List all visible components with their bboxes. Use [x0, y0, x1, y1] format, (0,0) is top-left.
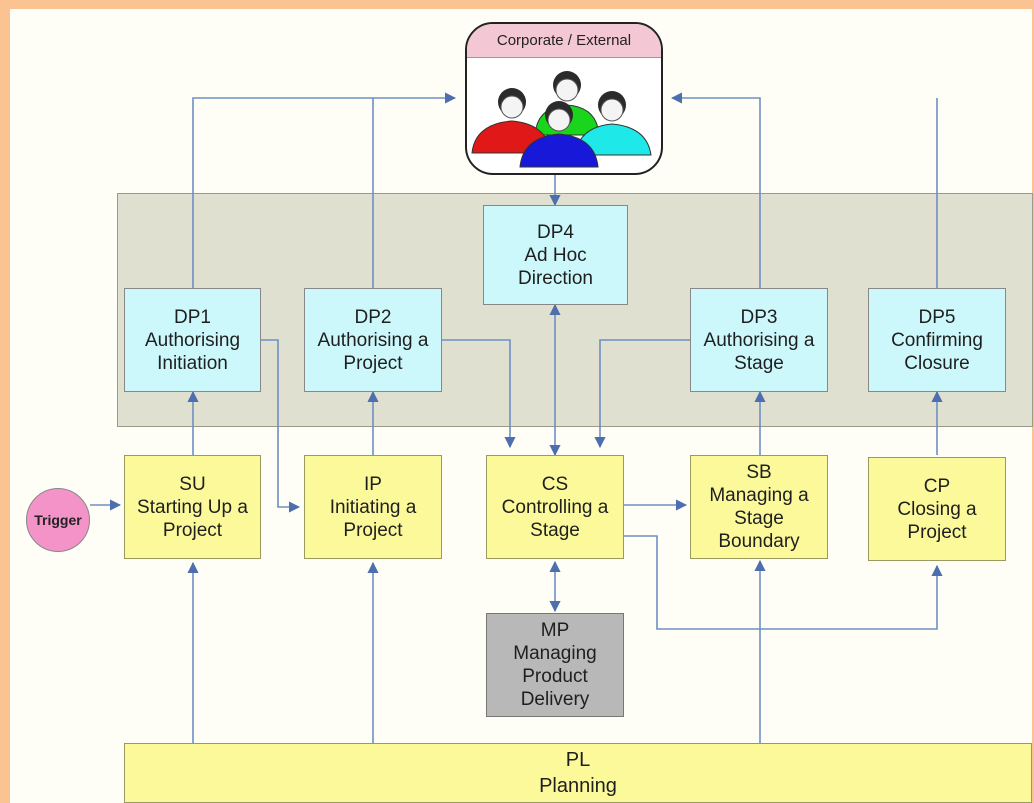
cp-line2: Project — [907, 521, 967, 543]
dp3-line2: Stage — [734, 352, 784, 374]
su-line2: Project — [162, 519, 223, 541]
dp4-line2: Direction — [518, 267, 593, 289]
diagram-canvas: Corporate / External DP1 Authorising Ini… — [10, 9, 1033, 803]
trigger-circle: Trigger — [26, 488, 90, 552]
link-dp1-corporate — [192, 92, 457, 288]
dp3-line1: Authorising a — [703, 329, 815, 351]
link-dp3-cs — [594, 339, 692, 449]
sb-code: SB — [746, 462, 772, 483]
ip-code: IP — [364, 473, 382, 495]
people-group-icon — [471, 71, 652, 168]
dp2-line2: Project — [343, 352, 403, 374]
dp4-line1: Ad Hoc — [524, 244, 587, 266]
dp1-line2: Initiation — [157, 352, 228, 374]
sb-managing-stage-boundary: SB Managing a Stage Boundary — [690, 455, 828, 559]
cs-controlling-stage: CS Controlling a Stage — [486, 455, 624, 559]
sb-line1: Managing a — [709, 485, 809, 506]
dp4-code: DP4 — [537, 221, 574, 243]
cs-code: CS — [541, 473, 569, 495]
link-cs-sb-cp — [624, 535, 943, 630]
dp5-confirming-closure: DP5 Confirming Closure — [868, 288, 1006, 392]
ip-initiating-project: IP Initiating a Project — [304, 455, 442, 559]
mp-line2: Product — [522, 666, 588, 687]
dp2-line1: Authorising a — [317, 329, 429, 351]
dp1-line1: Authorising — [144, 329, 241, 351]
dp3-authorising-stage: DP3 Authorising a Stage — [690, 288, 828, 392]
cp-code: CP — [923, 475, 951, 497]
su-code: SU — [179, 473, 206, 495]
link-dp2-cs — [442, 339, 516, 449]
pl-planning: PL Planning — [124, 743, 1032, 803]
mp-line1: Managing — [513, 643, 597, 664]
sb-line3: Boundary — [718, 531, 800, 552]
ip-line2: Project — [343, 519, 403, 541]
mp-code: MP — [540, 620, 570, 641]
sb-line2: Stage — [734, 508, 784, 529]
link-dp3-corporate — [670, 92, 761, 288]
cs-line1: Controlling a — [501, 496, 609, 518]
link-dp1-ip — [261, 339, 301, 513]
cp-line1: Closing a — [897, 498, 977, 520]
mp-line3: Delivery — [520, 689, 590, 710]
ip-line1: Initiating a — [329, 496, 417, 518]
su-line1: Starting Up a — [137, 496, 248, 518]
dp5-line1: Confirming — [891, 329, 983, 351]
corporate-title: Corporate / External — [467, 24, 661, 58]
dp2-authorising-project: DP2 Authorising a Project — [304, 288, 442, 392]
dp4-ad-hoc-direction: DP4 Ad Hoc Direction — [483, 205, 628, 305]
dp2-code: DP2 — [354, 306, 392, 328]
cp-closing-project: CP Closing a Project — [868, 457, 1006, 561]
mp-managing-product-delivery: MP Managing Product Delivery — [486, 613, 624, 717]
corporate-external-box: Corporate / External — [465, 22, 663, 175]
dp1-authorising-initiation: DP1 Authorising Initiation — [124, 288, 261, 392]
dp1-code: DP1 — [174, 306, 211, 328]
connector-lines — [90, 92, 943, 743]
dp3-code: DP3 — [740, 306, 778, 328]
dp5-code: DP5 — [918, 306, 956, 328]
su-starting-up-project: SU Starting Up a Project — [124, 455, 261, 559]
pl-line1: Planning — [539, 775, 617, 797]
dp5-line2: Closure — [904, 352, 970, 374]
pl-code: PL — [565, 749, 591, 771]
cs-line2: Stage — [530, 519, 580, 541]
